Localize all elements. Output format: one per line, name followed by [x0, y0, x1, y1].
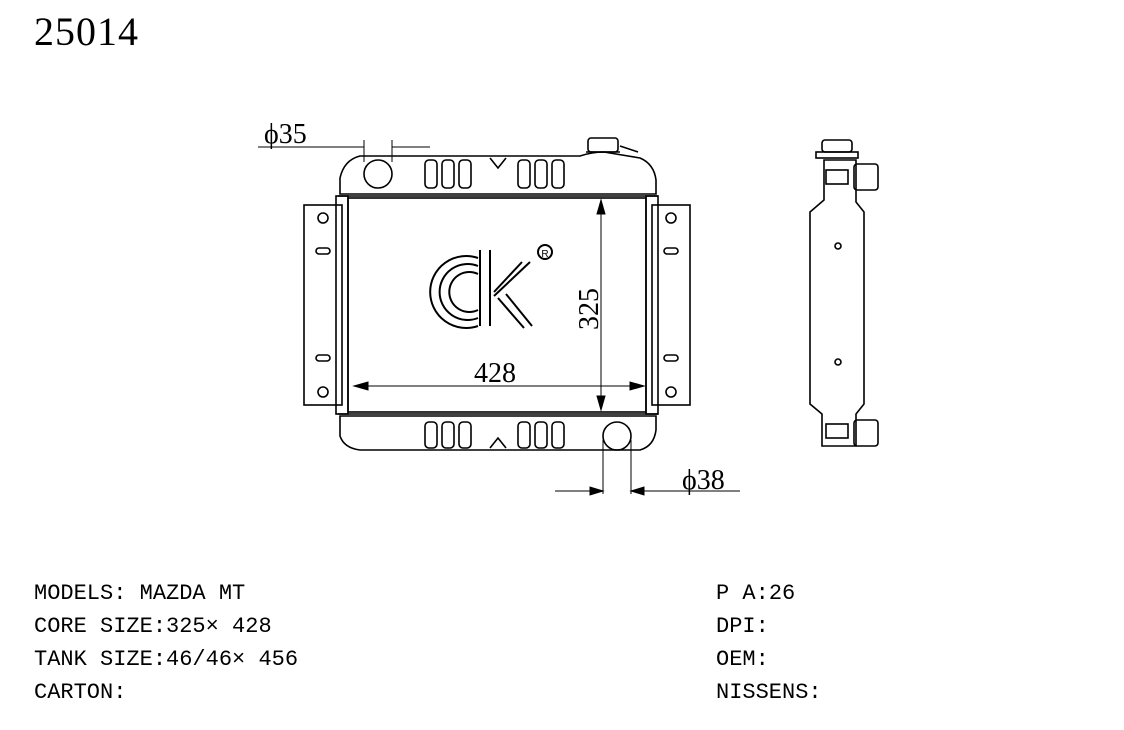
- inlet-diameter-label: ϕ35: [264, 119, 307, 150]
- outlet-diameter-label: ϕ38: [682, 465, 725, 496]
- spec-value: MAZDA MT: [139, 581, 246, 606]
- bottom-tank: [338, 413, 658, 451]
- spec-row-nissens: NISSENS:: [716, 676, 822, 709]
- spec-row-models: MODELS: MAZDA MT: [34, 577, 298, 610]
- spec-value: 325× 428: [166, 614, 272, 639]
- ck-logo: [429, 244, 553, 329]
- core-height-label: 325: [574, 288, 605, 330]
- spec-label: NISSENS:: [716, 680, 822, 705]
- part-number: 25014: [34, 9, 139, 54]
- radiator-cap: [586, 137, 639, 153]
- top-tank: [338, 151, 658, 197]
- inlet-pipe: [363, 159, 393, 189]
- spec-value: 26: [768, 581, 796, 606]
- spec-row-carton: CARTON:: [34, 676, 298, 709]
- spec-row-tank-size: TANK SIZE:46/46× 456: [34, 643, 298, 676]
- inlet-dimension: [258, 140, 430, 162]
- spec-row-oem: OEM:: [716, 643, 822, 676]
- registered-mark-icon: [537, 244, 553, 260]
- spec-label: CORE SIZE:: [34, 614, 167, 639]
- core-width-label: 428: [474, 358, 516, 389]
- spec-label: OEM:: [716, 647, 769, 672]
- spec-label: CARTON:: [34, 680, 127, 705]
- width-dimension: [352, 381, 646, 391]
- spec-row-core-size: CORE SIZE:325× 428: [34, 610, 298, 643]
- height-dimension: [596, 198, 606, 412]
- outlet-pipe: [602, 421, 632, 451]
- spec-value: 46/46× 456: [166, 647, 299, 672]
- specs-left: MODELS: MAZDA MT CORE SIZE:325× 428 TANK…: [34, 577, 298, 709]
- radiator-core: [347, 197, 647, 413]
- specs-right: P A:26 DPI: OEM: NISSENS:: [716, 577, 822, 709]
- spec-label: TANK SIZE:: [34, 647, 167, 672]
- spec-label: P A:: [716, 581, 769, 606]
- outlet-dimension: [555, 440, 740, 496]
- spec-row-dpi: DPI:: [716, 610, 822, 643]
- spec-row-pa: P A:26: [716, 577, 822, 610]
- registered-mark-letter: R: [541, 249, 548, 260]
- right-mounting-bracket: [651, 204, 691, 406]
- side-view: [809, 139, 879, 447]
- spec-label: DPI:: [716, 614, 769, 639]
- spec-label: MODELS:: [34, 581, 127, 606]
- left-mounting-bracket: [303, 204, 343, 406]
